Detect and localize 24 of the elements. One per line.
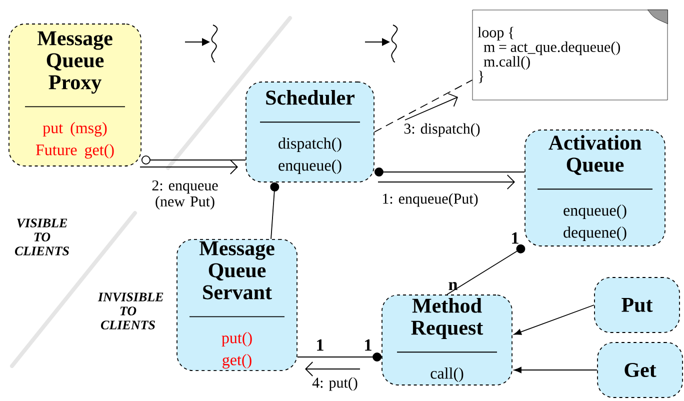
edge-label: 3: dispatch() bbox=[404, 123, 480, 137]
class-cloud: Method Request call() bbox=[382, 294, 512, 386]
class-cloud: Activation Queue enqueue() dequene() bbox=[524, 130, 666, 246]
class-cloud: Get bbox=[597, 342, 683, 398]
multiplicity: 1 bbox=[365, 339, 372, 351]
edge-label: 1: enqueue(Put) bbox=[383, 193, 478, 207]
multiplicity: 1 bbox=[512, 232, 518, 244]
multiplicity: 1 bbox=[317, 339, 324, 351]
multiplicity: n bbox=[448, 282, 458, 290]
class-cloud: Put bbox=[594, 277, 680, 333]
connector bbox=[374, 168, 525, 176]
connector bbox=[374, 80, 473, 132]
connector bbox=[297, 352, 382, 362]
class-cloud: Message Queue Proxy put (msg) Future get() bbox=[8, 24, 142, 166]
connector bbox=[446, 244, 526, 295]
class-cloud: Message Queue Servant put() get() bbox=[176, 238, 298, 372]
region-label: VISIBLE TO CLIENTS bbox=[15, 218, 69, 256]
connector bbox=[514, 304, 595, 335]
edge-label: 2: enqueue (new Put) bbox=[152, 180, 218, 210]
edge-label: 4: put() bbox=[312, 377, 358, 391]
note-box: loop { m = act_que.dequeue() m.call() } bbox=[472, 10, 668, 100]
connector bbox=[270, 182, 280, 240]
connector bbox=[514, 366, 598, 374]
region-label: INVISIBLE TO CLIENTS bbox=[98, 292, 164, 330]
